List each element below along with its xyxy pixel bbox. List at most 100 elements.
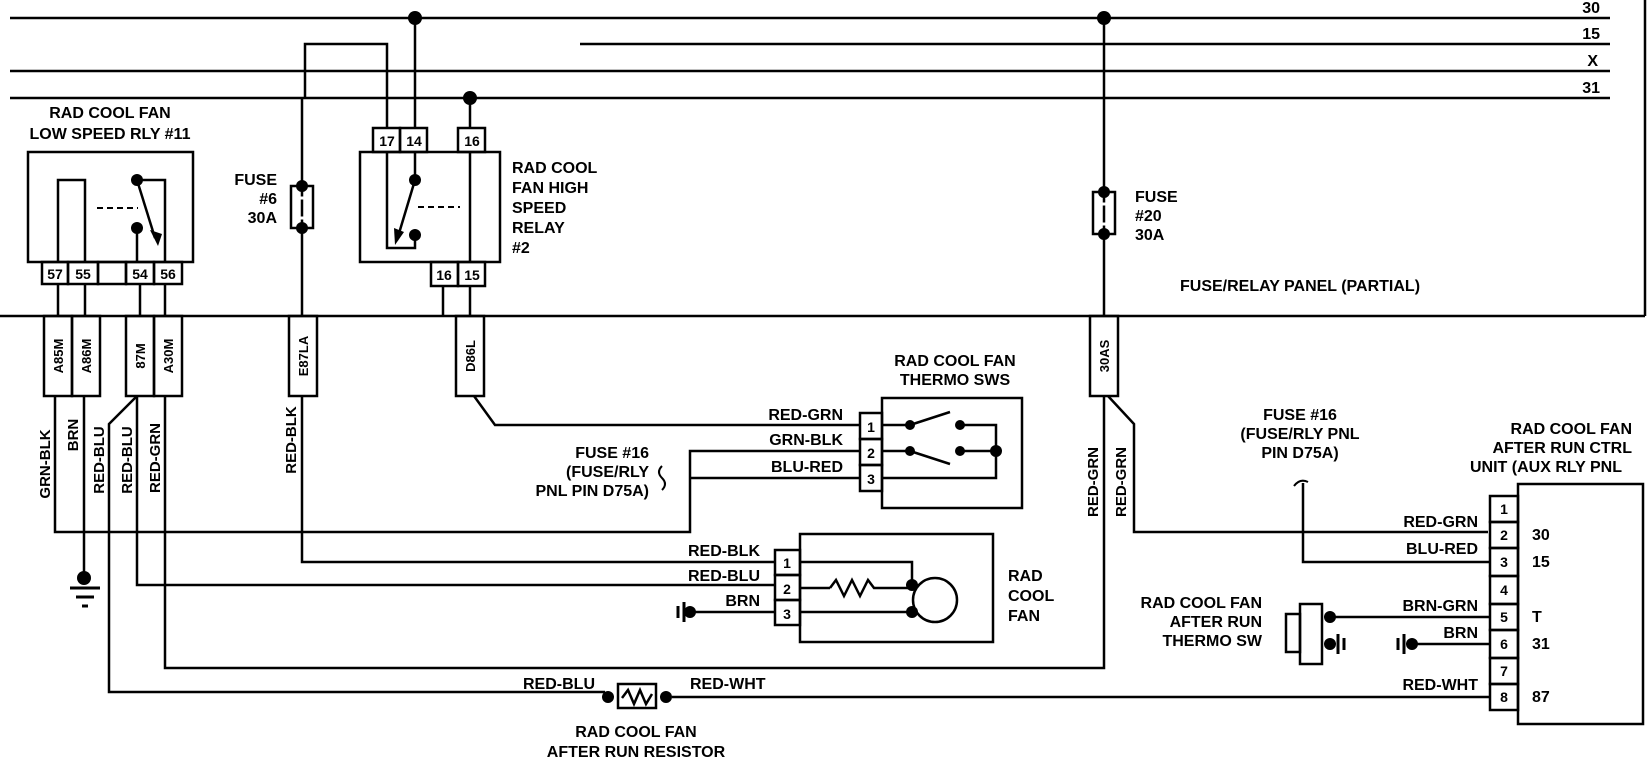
wire-red-grn-30as	[163, 396, 1106, 670]
wire-label: RED-BLU	[523, 676, 595, 693]
connector-label: 87M	[133, 343, 148, 368]
fuse16-label: PIN D75A)	[1261, 445, 1338, 462]
fuse-20-label: 30A	[1135, 227, 1165, 244]
low-relay-title-2: LOW SPEED RLY #11	[30, 126, 191, 143]
bus-label-31: 31	[1582, 80, 1600, 97]
pin: 3	[783, 606, 791, 622]
fuse16-label: (FUSE/RLY PNL	[1240, 426, 1359, 443]
terminal-label: 87	[1532, 689, 1550, 706]
wire-label: RED-BLU	[688, 568, 760, 585]
pin: 8	[1500, 689, 1508, 705]
thermo-sw-title: AFTER RUN	[1170, 614, 1262, 631]
pin: 2	[1500, 527, 1508, 543]
thermo-sw-title: RAD COOL FAN	[1141, 595, 1262, 612]
wire-red-blk	[300, 396, 775, 564]
wire-blu-red-ctrl	[1301, 483, 1490, 564]
relay2-title: RAD COOL	[512, 160, 598, 177]
wire-label: RED-GRN	[147, 423, 164, 493]
connector-a30m	[152, 314, 184, 398]
fan-title: COOL	[1008, 588, 1054, 605]
wire-red-blu-resistor	[107, 395, 605, 694]
connector-label: E87LA	[296, 335, 311, 376]
wire-label: RED-BLK	[688, 543, 760, 560]
terminal-label: 15	[1532, 554, 1550, 571]
wire-label: BRN	[65, 419, 82, 452]
wire-label: BRN-GRN	[1402, 598, 1478, 615]
pin-55: 55	[75, 266, 91, 282]
bus-label-x: X	[1587, 53, 1598, 70]
thermo-sw-title: THERMO SW	[1162, 633, 1262, 650]
wire-red-blu-fan	[135, 396, 775, 587]
relay2-title: RELAY	[512, 220, 565, 237]
fuse-6-label: 30A	[248, 210, 278, 227]
fuse-6-label: #6	[259, 191, 277, 208]
wire-label: RED-GRN	[1113, 447, 1130, 517]
wire-label: RED-WHT	[1402, 677, 1478, 694]
wire-label: RED-GRN	[768, 407, 843, 424]
wire-label: BLU-RED	[1406, 541, 1478, 558]
fuse16-label: FUSE #16	[1263, 407, 1337, 424]
thermo-sws-title: RAD COOL FAN	[894, 353, 1015, 370]
low-relay-coil-wire	[56, 178, 87, 262]
relay2-title: #2	[512, 240, 530, 257]
pin-17: 17	[379, 133, 395, 149]
pin: 1	[783, 555, 791, 571]
connector-label: A86M	[79, 339, 94, 374]
resistor-title: RAD COOL FAN	[575, 724, 696, 741]
fuse16-label: PNL PIN D75A)	[535, 483, 649, 500]
ctrl-pin-boxes	[1488, 494, 1520, 712]
relay2-title: SPEED	[512, 200, 566, 217]
fuse-20-label: FUSE	[1135, 189, 1178, 206]
low-relay-title-1: RAD COOL FAN	[49, 105, 170, 122]
terminal-label: 31	[1532, 636, 1550, 653]
relay2-title: FAN HIGH	[512, 180, 588, 197]
pin: 7	[1500, 663, 1508, 679]
pin: 3	[1500, 554, 1508, 570]
ctrl-title: RAD COOL FAN	[1511, 421, 1632, 438]
pin: 4	[1500, 582, 1508, 598]
fan-title: RAD	[1008, 568, 1043, 585]
bus-label-15: 15	[1582, 26, 1600, 43]
connector-d86l	[454, 314, 486, 398]
after-run-thermo-body	[1298, 602, 1324, 666]
pin-16-bottom: 16	[436, 267, 452, 283]
wire-label: RED-WHT	[690, 676, 766, 693]
pin: 1	[867, 419, 875, 435]
pin-54: 54	[132, 266, 148, 282]
resistor-title: AFTER RUN RESISTOR	[547, 744, 726, 761]
fan-motor-icon	[911, 576, 959, 624]
junction-dot	[408, 11, 422, 25]
ctrl-title: UNIT (AUX RLY PNL	[1470, 459, 1622, 476]
pin-14: 14	[406, 133, 422, 149]
junction-dot	[463, 91, 477, 105]
pin: 6	[1500, 636, 1508, 652]
pin: 2	[867, 445, 875, 461]
after-run-resistor-body	[616, 682, 658, 710]
wire-label: BLU-RED	[771, 459, 843, 476]
pin-56: 56	[160, 266, 176, 282]
terminal-label: 30	[1532, 527, 1550, 544]
pin: 3	[867, 471, 875, 487]
wire-grn-blk	[53, 396, 860, 534]
wire-red-grn-ctrl	[1107, 395, 1488, 534]
pin: 1	[1500, 501, 1508, 517]
junction-dot	[1097, 11, 1111, 25]
low-relay-switch-arm	[135, 179, 157, 239]
connector-30as	[1088, 314, 1120, 398]
wire-label: RED-GRN	[1085, 447, 1102, 517]
ctrl-title: AFTER RUN CTRL	[1492, 440, 1632, 457]
wire-break-icon	[1293, 479, 1309, 487]
wire-label: RED-BLK	[283, 406, 300, 474]
pin: 5	[1500, 609, 1508, 625]
pin: 2	[783, 581, 791, 597]
relay2-feed-loop	[303, 42, 389, 128]
wire-label: GRN-BLK	[769, 432, 843, 449]
switch-arrow	[150, 230, 162, 246]
wire-label: RED-BLU	[119, 426, 136, 494]
wire-label: RED-GRN	[1403, 514, 1478, 531]
pin-15: 15	[464, 267, 480, 283]
thermo-sws-title: THERMO SWS	[900, 372, 1011, 389]
connector-label: A30M	[161, 339, 176, 374]
after-run-ctrl-box	[1516, 482, 1645, 726]
wire-label: BRN	[725, 593, 760, 610]
